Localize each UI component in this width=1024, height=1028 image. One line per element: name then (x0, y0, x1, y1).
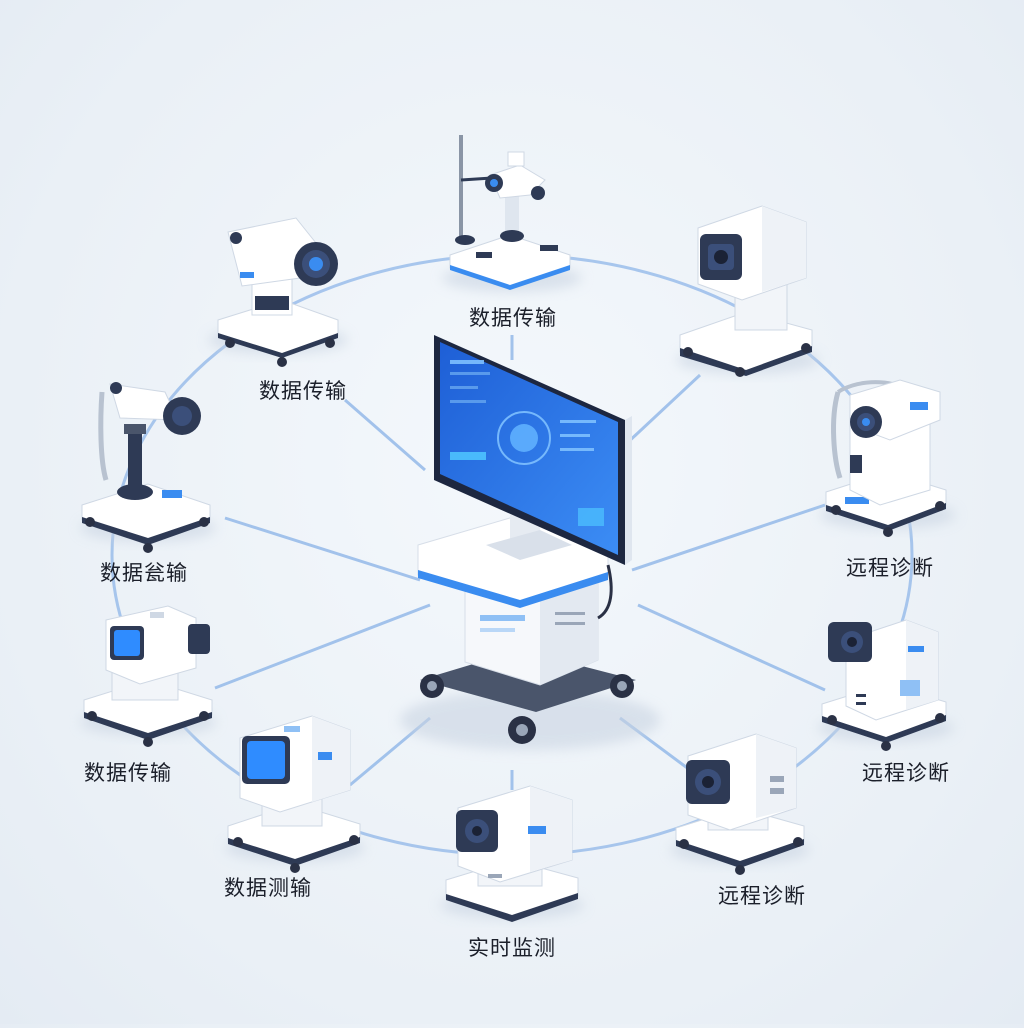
imaging-device (818, 619, 954, 751)
ophthalmoscope-device (820, 379, 956, 537)
node-label-camera-device: 远程诊断 (718, 884, 806, 908)
slit-lamp-device (442, 135, 582, 292)
camera-device (670, 733, 810, 875)
screen-terminal-device (225, 715, 365, 873)
autorefractor-device (676, 205, 820, 377)
node-label-ophthalmoscope: 远程诊断 (846, 556, 934, 580)
node-label-vision-screener: 数据传输 (84, 761, 172, 785)
node-label-screen-terminal: 数据测输 (224, 876, 312, 900)
node-label-slit-lamp: 数据传输 (469, 306, 557, 330)
screen-dashboard-icon (450, 360, 604, 526)
lens-icon (531, 186, 545, 200)
monitoring-camera-device (440, 785, 584, 922)
central-monitor-workstation (400, 335, 660, 750)
node-label-imaging-device: 远程诊断 (862, 761, 950, 785)
fundus-camera-device (208, 217, 348, 367)
vision-screener-device (80, 605, 216, 747)
node-label-monitoring-camera: 实时监测 (468, 936, 556, 960)
microscope-device (80, 382, 216, 553)
node-label-camera-top-left: 数据传输 (259, 379, 347, 403)
node-label-microscope: 数据瓮输 (100, 561, 188, 585)
